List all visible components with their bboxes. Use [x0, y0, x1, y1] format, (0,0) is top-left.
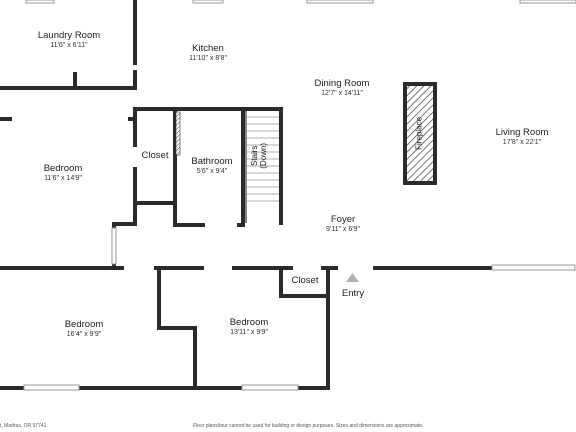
dining-room-label: Dining Room 12'7" x 14'11" [314, 78, 370, 98]
room-name: Dining Room [314, 78, 370, 89]
room-name: Bedroom [64, 319, 104, 330]
footer-address: t, Madras, OR 97741 [0, 423, 47, 429]
room-dimensions: 12'7" x 14'11" [321, 89, 363, 97]
fireplace-label: Fireplace [414, 108, 425, 158]
living-room-label: Living Room 17'8" x 22'1" [495, 127, 549, 147]
kitchen-label: Kitchen 11'10" x 8'8" [189, 43, 227, 63]
room-name: Bedroom [229, 317, 269, 328]
room-name: Bedroom [43, 163, 83, 174]
room-name: Closet [291, 275, 319, 286]
room-dimensions: 5'6" x 9'4" [196, 167, 228, 175]
fireplace-hatch [407, 86, 433, 181]
room-name: Closet [141, 150, 169, 161]
stairs-treads [247, 116, 279, 202]
fireplace-name: Fireplace [414, 116, 424, 150]
bathroom-label: Bathroom 5'6" x 9'4" [191, 156, 233, 176]
bedroom-3-label: Bedroom 13'11" x 9'9" [229, 317, 269, 337]
entry-name: Entry [341, 288, 365, 299]
footer-disclaimer: Floor plans/tour cannot be used for buil… [193, 423, 424, 429]
room-name: Laundry Room [37, 30, 101, 41]
room-dimensions: 11'6" x 6'11" [50, 41, 88, 49]
stairs-label: Stairs (Down) [250, 136, 269, 176]
room-name: Foyer [330, 214, 356, 225]
bedroom-1-label: Bedroom 11'6" x 14'9" [43, 163, 83, 183]
closet-2-label: Closet [291, 275, 319, 287]
room-dimensions: 9'11" x 6'9" [326, 225, 360, 233]
room-dimensions: 11'10" x 8'8" [189, 54, 227, 62]
laundry-room-label: Laundry Room 11'6" x 6'11" [37, 30, 101, 50]
windows [23, 0, 576, 391]
entry-label: Entry [341, 288, 365, 300]
room-dimensions: 16'4" x 9'9" [66, 330, 102, 338]
stairs-direction: (Down) [259, 142, 268, 169]
room-dimensions: 11'6" x 14'9" [44, 174, 82, 182]
room-dimensions: 13'11" x 9'9" [230, 328, 268, 336]
room-name: Kitchen [192, 43, 224, 54]
stairs-landing [245, 111, 247, 223]
closet-1-label: Closet [141, 150, 169, 162]
room-name: Bathroom [191, 156, 233, 167]
entry-marker [346, 273, 359, 282]
foyer-label: Foyer 9'11" x 6'9" [326, 214, 360, 234]
room-name: Living Room [495, 127, 549, 138]
bathroom-hatch [175, 111, 181, 156]
openings [124, 147, 373, 271]
room-dimensions: 17'8" x 22'1" [502, 138, 542, 146]
bedroom-2-label: Bedroom 16'4" x 9'9" [64, 319, 104, 339]
